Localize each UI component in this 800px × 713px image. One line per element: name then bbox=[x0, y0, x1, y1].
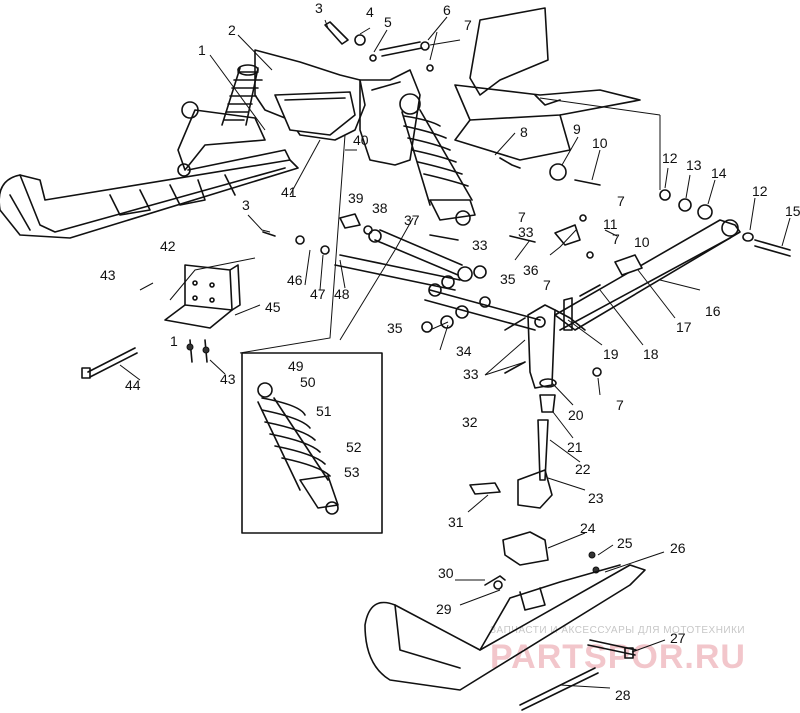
callout-7-d: 7 bbox=[612, 231, 620, 247]
callout-31: 31 bbox=[448, 514, 464, 530]
callout-46: 46 bbox=[287, 272, 303, 288]
callout-1-b: 1 bbox=[170, 333, 178, 349]
callout-8: 8 bbox=[520, 124, 528, 140]
callout-44: 44 bbox=[125, 377, 141, 393]
callout-9: 9 bbox=[573, 121, 581, 137]
callout-39: 39 bbox=[348, 190, 364, 206]
small-hardware bbox=[262, 21, 791, 377]
callout-11: 11 bbox=[603, 216, 618, 232]
callout-42: 42 bbox=[160, 238, 176, 254]
leader-lines bbox=[119, 16, 791, 689]
tie-rod-assembly bbox=[334, 229, 541, 333]
callout-17: 17 bbox=[676, 319, 692, 335]
callout-33-a: 33 bbox=[463, 366, 479, 382]
callout-37: 37 bbox=[404, 212, 420, 228]
ski-right bbox=[364, 564, 646, 711]
callout-7-a: 7 bbox=[464, 17, 472, 33]
callout-26: 26 bbox=[670, 540, 686, 556]
callout-16: 16 bbox=[705, 303, 721, 319]
callout-3-b: 3 bbox=[242, 197, 250, 213]
shock-absorber-center bbox=[399, 93, 476, 226]
callout-22: 22 bbox=[575, 461, 591, 477]
callout-35-a: 35 bbox=[387, 320, 403, 336]
callout-45: 45 bbox=[265, 299, 281, 315]
callout-12-b: 12 bbox=[752, 183, 768, 199]
callout-34: 34 bbox=[456, 343, 472, 359]
callout-6: 6 bbox=[443, 2, 451, 18]
watermark-line1: ЗАПЧАСТИ И АКСЕССУАРЫ ДЛЯ МОТОТЕХНИКИ bbox=[490, 625, 745, 636]
callout-24: 24 bbox=[580, 520, 596, 536]
callout-12-a: 12 bbox=[662, 150, 678, 166]
callout-7-f: 7 bbox=[543, 277, 551, 293]
callout-5: 5 bbox=[384, 14, 392, 30]
callout-40: 40 bbox=[353, 132, 369, 148]
callout-51: 51 bbox=[316, 403, 332, 419]
callout-19: 19 bbox=[603, 346, 619, 362]
shock-absorber-left bbox=[221, 64, 263, 126]
callout-33-c: 33 bbox=[518, 224, 534, 240]
callout-20: 20 bbox=[568, 407, 584, 423]
upper-left-assembly bbox=[177, 49, 421, 177]
callout-48: 48 bbox=[334, 286, 350, 302]
long-bolt bbox=[81, 347, 138, 379]
callout-30: 30 bbox=[438, 565, 454, 581]
callout-13: 13 bbox=[686, 157, 702, 173]
callout-49: 49 bbox=[288, 358, 304, 374]
callout-27: 27 bbox=[670, 630, 686, 646]
callout-14: 14 bbox=[711, 165, 727, 181]
callout-25: 25 bbox=[617, 535, 633, 551]
ski-left bbox=[0, 159, 299, 239]
callout-2: 2 bbox=[228, 22, 236, 38]
shock-detail-inset bbox=[241, 352, 383, 534]
callout-38: 38 bbox=[372, 200, 388, 216]
callout-7-e: 7 bbox=[518, 209, 526, 225]
callout-33-b: 33 bbox=[472, 237, 488, 253]
callout-52: 52 bbox=[346, 439, 362, 455]
callout-7-c: 7 bbox=[617, 193, 625, 209]
callout-23: 23 bbox=[588, 490, 604, 506]
watermark-line2: PARTSPOR.RU bbox=[490, 638, 746, 676]
callout-47: 47 bbox=[310, 286, 326, 302]
callout-7-b: 7 bbox=[616, 397, 624, 413]
callout-10-a: 10 bbox=[592, 135, 608, 151]
callout-labels: 1 2 3 4 5 6 7 8 9 10 11 12 13 14 12 15 1… bbox=[100, 0, 800, 703]
callout-43-b: 43 bbox=[220, 371, 236, 387]
spindle bbox=[517, 297, 573, 509]
callout-1: 1 bbox=[198, 42, 206, 58]
callout-32: 32 bbox=[462, 414, 478, 430]
misc-lower-parts bbox=[469, 482, 600, 590]
mounting-bracket bbox=[164, 264, 241, 363]
callout-15: 15 bbox=[785, 203, 800, 219]
callout-41: 41 bbox=[281, 184, 297, 200]
watermark: ЗАПЧАСТИ И АКСЕССУАРЫ ДЛЯ МОТОТЕХНИКИ PA… bbox=[490, 625, 746, 676]
callout-21: 21 bbox=[567, 439, 583, 455]
callout-3: 3 bbox=[315, 0, 323, 16]
callout-10-b: 10 bbox=[634, 234, 650, 250]
callout-50: 50 bbox=[300, 374, 316, 390]
callout-36: 36 bbox=[523, 262, 539, 278]
callout-4: 4 bbox=[366, 4, 374, 20]
callout-29: 29 bbox=[436, 601, 452, 617]
callout-43-a: 43 bbox=[100, 267, 116, 283]
callout-53: 53 bbox=[344, 464, 360, 480]
callout-35-b: 35 bbox=[500, 271, 516, 287]
callout-28: 28 bbox=[615, 687, 631, 703]
callout-18: 18 bbox=[643, 346, 659, 362]
chassis-bulkhead bbox=[454, 7, 641, 161]
